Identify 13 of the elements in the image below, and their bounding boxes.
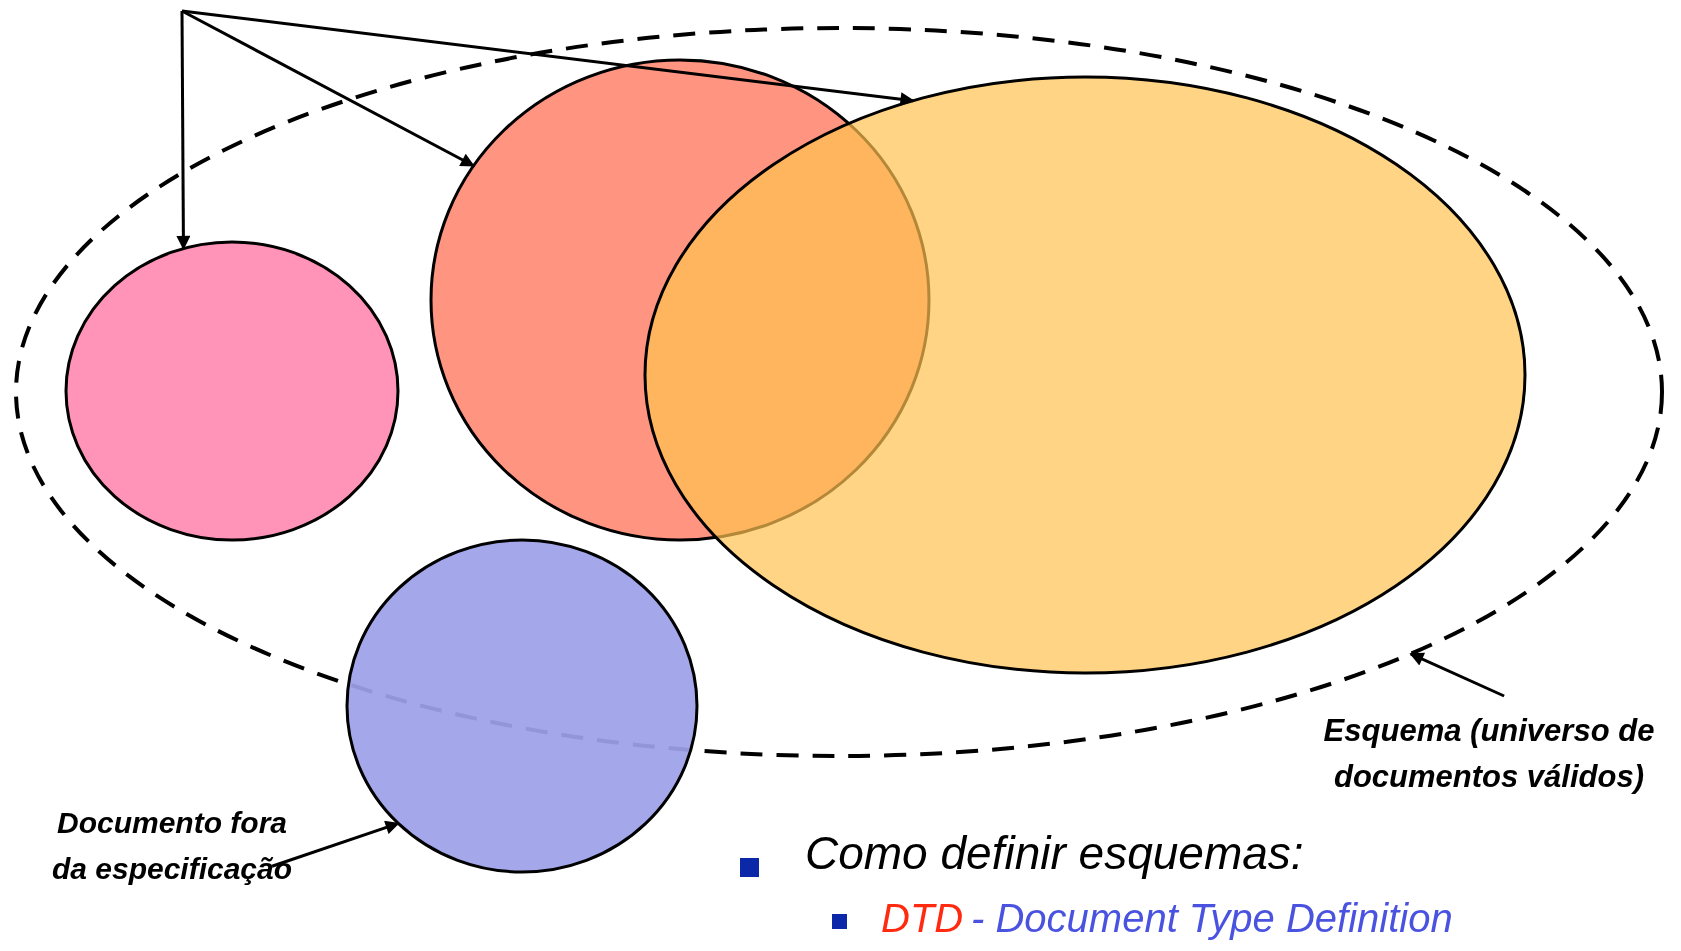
- set-ellipse: [345, 538, 699, 874]
- bullet-text: Como definir esquemas:: [805, 826, 1304, 880]
- annotation-text: Esquema (universo de documentos válidos): [1300, 708, 1678, 800]
- set-ellipse: [643, 75, 1527, 675]
- arrow: [176, 11, 191, 250]
- annotation-text: Documento fora da especificação: [47, 800, 297, 892]
- definition-text: - Document Type Definition: [971, 896, 1453, 941]
- bullet-text: DTD: [881, 896, 964, 941]
- arrow: [271, 820, 400, 868]
- set-ellipse: [64, 240, 400, 542]
- arrow: [1409, 652, 1505, 698]
- arrow: [181, 9, 915, 107]
- universe-ellipse: [14, 26, 1664, 758]
